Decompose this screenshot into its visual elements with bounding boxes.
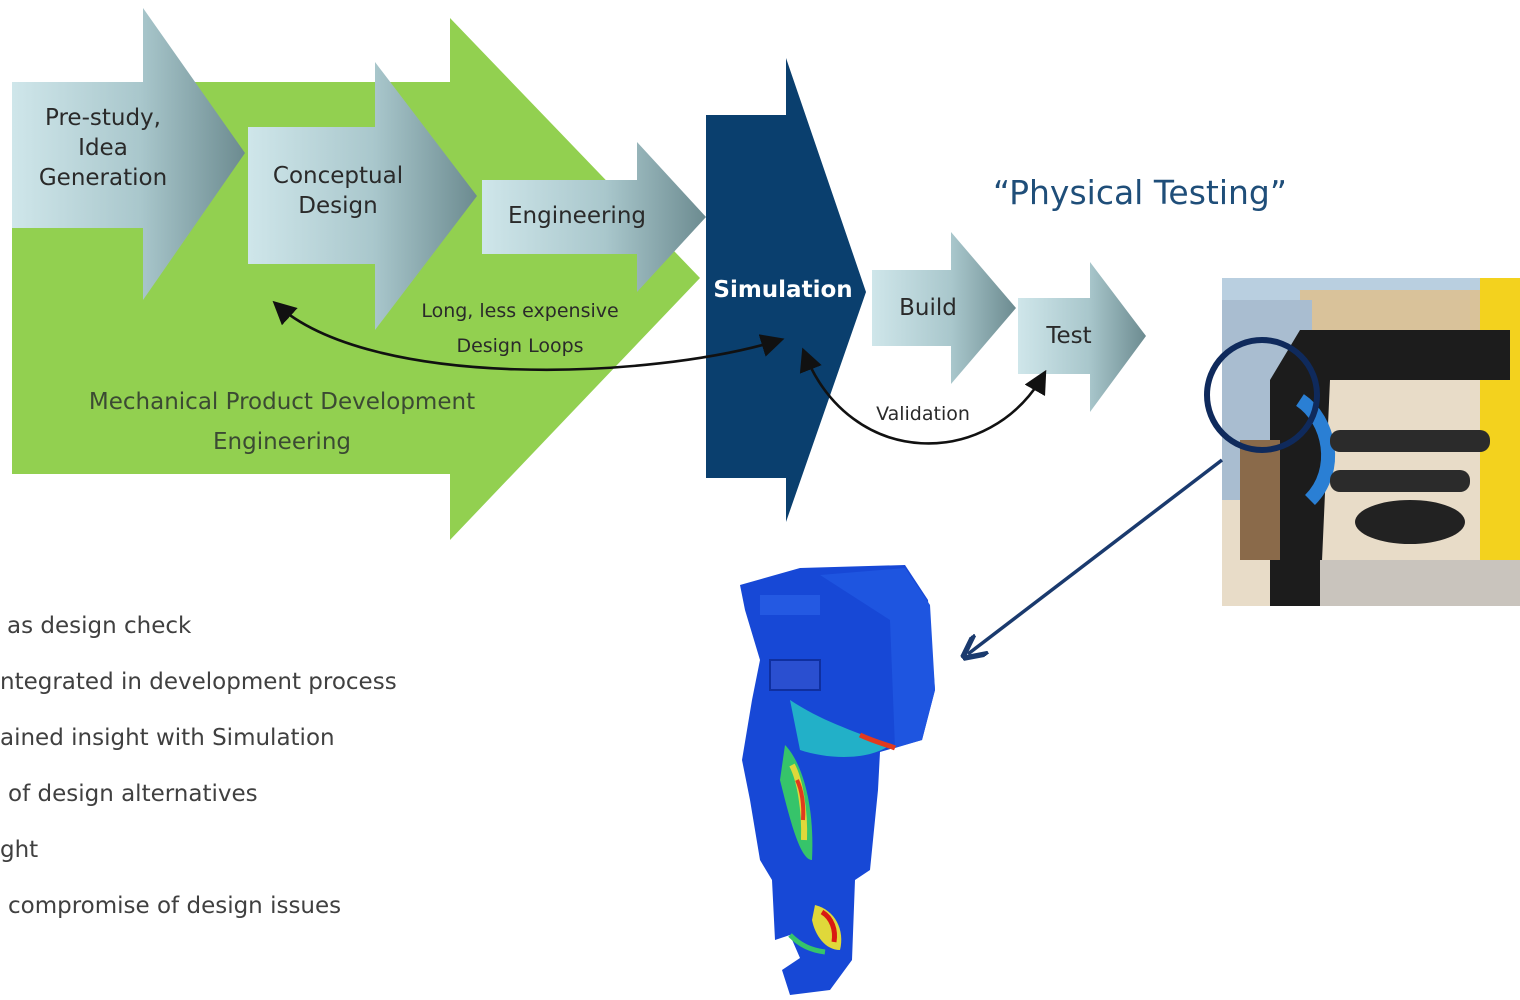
list-item: of design alternatives bbox=[8, 781, 258, 807]
list-item: ained insight with Simulation bbox=[0, 725, 335, 751]
engineering-arrow bbox=[482, 142, 706, 292]
validation-loop-curve bbox=[799, 347, 1047, 445]
build-label: Build bbox=[899, 295, 957, 321]
prestudy-label: Pre-study, Idea Generation bbox=[38, 105, 168, 191]
test-label: Test bbox=[1046, 323, 1092, 349]
test-arrow bbox=[1018, 262, 1146, 412]
engineering-label: Engineering bbox=[508, 203, 646, 229]
list-item: ntegrated in development process bbox=[0, 669, 397, 695]
list-item: compromise of design issues bbox=[8, 893, 342, 919]
benefits-list: as design check ntegrated in development… bbox=[0, 598, 520, 934]
list-item: ght bbox=[0, 837, 39, 863]
mechanical-development-label: Mechanical Product Development Engineeri… bbox=[88, 389, 476, 456]
simulation-arrow bbox=[706, 58, 866, 522]
conceptual-arrow bbox=[248, 62, 477, 330]
design-loop-curve bbox=[272, 300, 785, 372]
physical-testing-label: “Physical Testing” bbox=[993, 173, 1287, 212]
build-arrow bbox=[872, 232, 1016, 384]
design-loops-label: Long, less expensive Design Loops bbox=[421, 300, 619, 358]
callout-arrow bbox=[968, 458, 1224, 654]
physical-test-photo bbox=[1204, 278, 1520, 606]
prestudy-arrow bbox=[12, 8, 245, 300]
list-item: as design check bbox=[7, 613, 192, 639]
simulation-label: Simulation bbox=[713, 277, 853, 303]
simulation-result-model bbox=[740, 565, 935, 995]
validation-label: Validation bbox=[876, 403, 970, 425]
conceptual-design-label: Conceptual Design bbox=[272, 163, 404, 219]
